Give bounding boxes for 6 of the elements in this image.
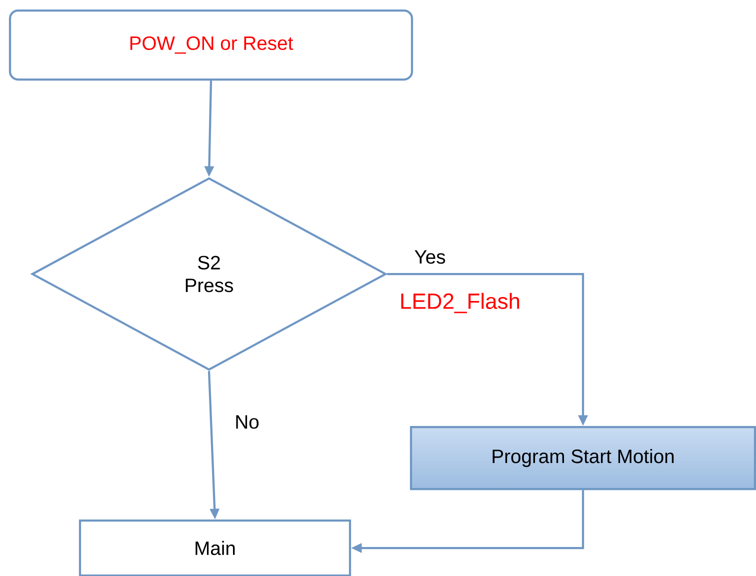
process-box: Program Start Motion — [410, 426, 756, 490]
start-box: POW_ON or Reset — [8, 9, 414, 81]
process-box: Main — [78, 519, 352, 576]
edge-label: Yes — [414, 250, 446, 264]
edge-label: No — [236, 415, 259, 429]
signal-label: LED2_Flash — [401, 292, 520, 314]
